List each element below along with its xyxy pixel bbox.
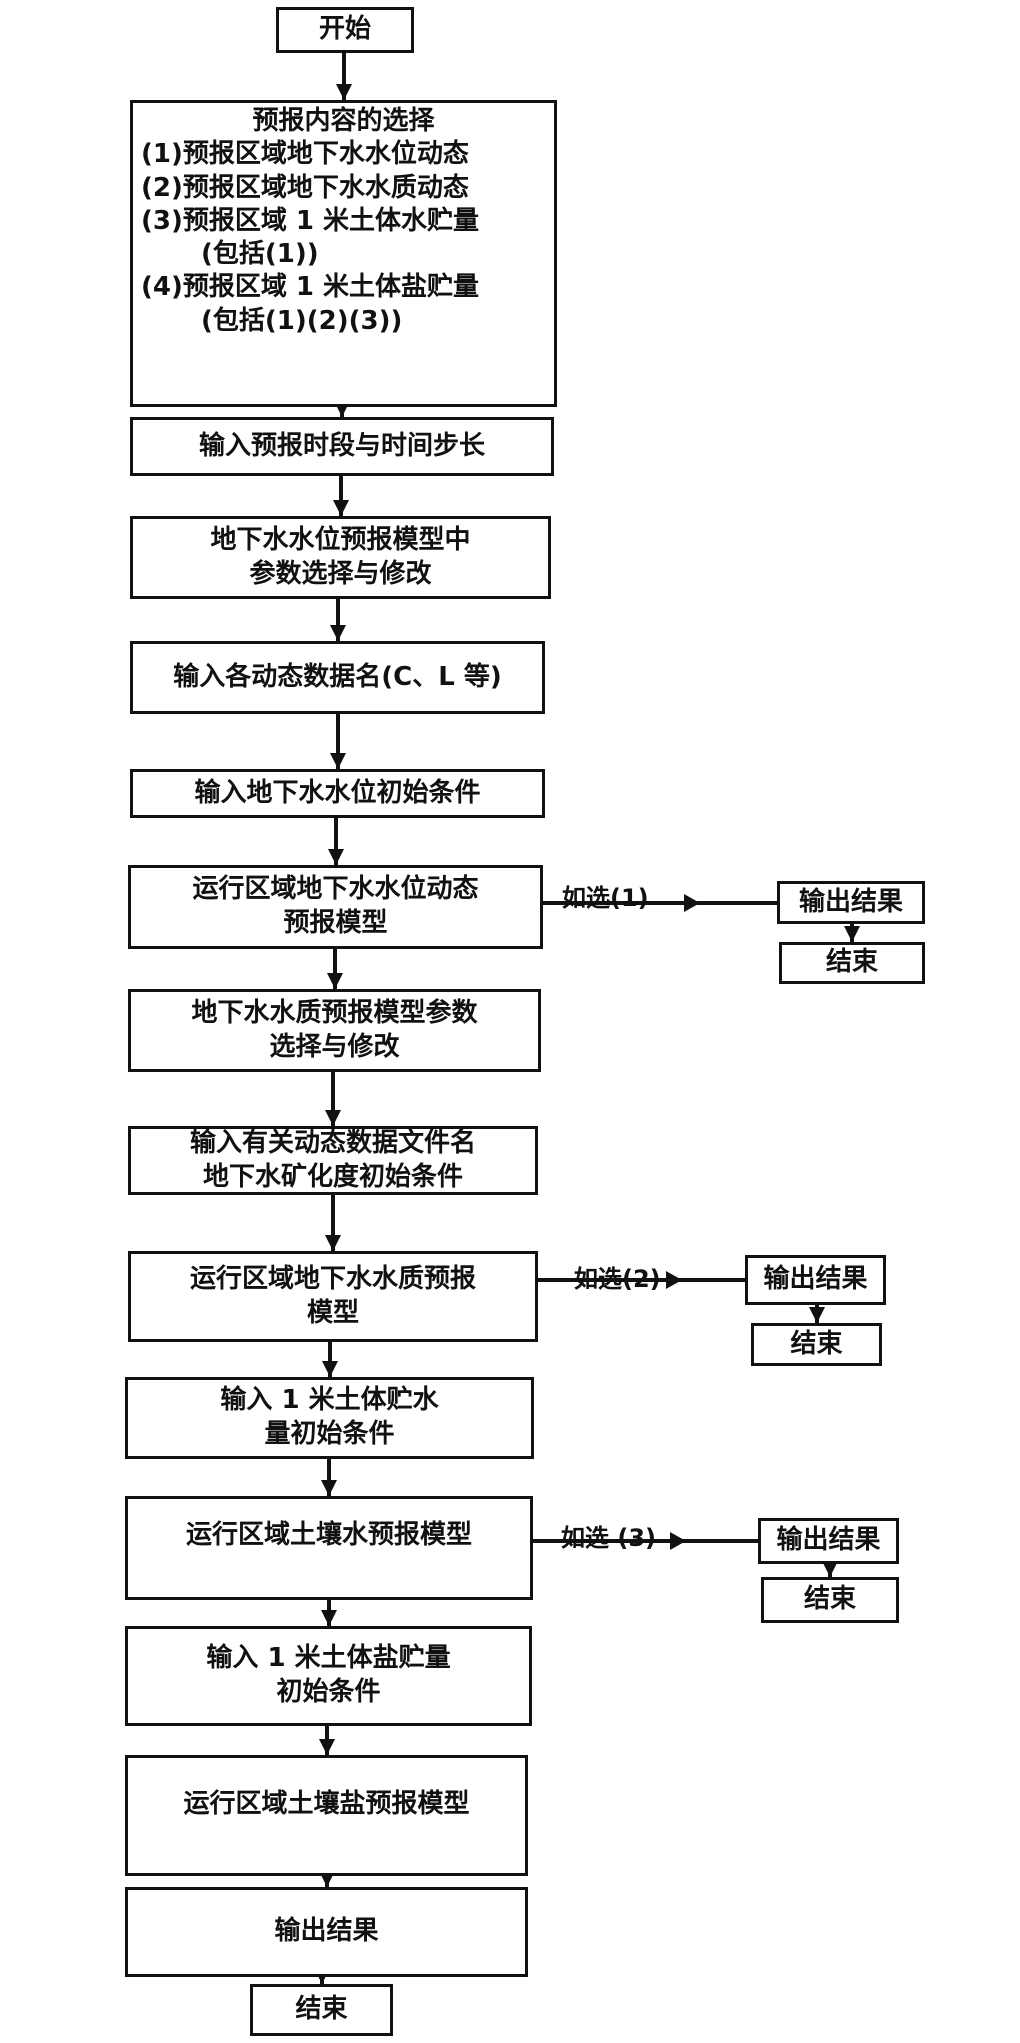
flow-arrow-head (328, 849, 344, 865)
step-output-results: 输出结果 (125, 1887, 528, 1977)
branch-2-arrowhead (666, 1271, 682, 1289)
step-text: 运行区域土壤水预报模型 (185, 1520, 472, 1550)
flow-arrow-head (330, 625, 346, 641)
step-input-data-files: 输入有关动态数据文件名 地下水矿化度初始条件 (128, 1126, 538, 1195)
step-text: 输入地下水水位初始条件 (194, 777, 481, 808)
flow-arrow-head (322, 1361, 338, 1377)
step-input-groundwater-initial: 输入地下水水位初始条件 (130, 769, 545, 818)
output-label: 输出结果 (798, 886, 903, 917)
branch-2-output: 输出结果 (745, 1255, 886, 1305)
step-run-soil-salt-model: 运行区域土壤盐预报模型 (125, 1755, 528, 1876)
end-label: 结束 (803, 1584, 856, 1615)
end-label: 结束 (825, 947, 878, 978)
step-text: 输入 1 米土体贮水 (220, 1385, 439, 1416)
step-text: 预报模型 (283, 908, 388, 938)
step-input-period: 输入预报时段与时间步长 (130, 417, 554, 476)
selection-option-4-note: (包括(1)(2)(3)) (201, 305, 403, 336)
selection-option-1: (1)预报区域地下水水位动态 (141, 139, 469, 170)
step-text: 输入有关动态数据文件名 (189, 1127, 476, 1158)
flow-arrow-head (327, 973, 343, 989)
branch-2-end: 结束 (751, 1323, 882, 1366)
step-run-soil-water-model: 运行区域土壤水预报模型 (125, 1496, 533, 1600)
step-text: 运行区域地下水水位动态 (192, 874, 479, 905)
branch-1-end: 结束 (779, 942, 925, 984)
branch-1-end-arrow-head (844, 926, 860, 942)
selection-option-4: (4)预报区域 1 米土体盐贮量 (141, 272, 480, 303)
selection-title: 预报内容的选择 (252, 106, 435, 136)
step-water-quality-params: 地下水水质预报模型参数 选择与修改 (128, 989, 541, 1072)
end-label: 结束 (295, 1994, 348, 2025)
flow-arrow-head (333, 500, 349, 516)
step-input-soil-salt-initial: 输入 1 米土体盐贮量 初始条件 (125, 1626, 532, 1726)
branch-1-arrowhead (684, 894, 700, 912)
branch-condition-2: 如选(2) (574, 1265, 661, 1293)
step-run-groundwater-level-model: 运行区域地下水水位动态 预报模型 (128, 865, 543, 949)
step-text: 地下水水位预报模型中 (210, 524, 471, 555)
step-input-soil-water-initial: 输入 1 米土体贮水 量初始条件 (125, 1377, 534, 1459)
step-run-water-quality-model: 运行区域地下水水质预报 模型 (128, 1251, 538, 1342)
step-text: 输入各动态数据名(C、L 等) (173, 661, 502, 692)
branch-3-end: 结束 (761, 1577, 899, 1623)
selection-option-3-note: (包括(1)) (201, 239, 319, 270)
selection-option-3: (3)预报区域 1 米土体水贮量 (141, 205, 480, 236)
start-label: 开始 (318, 14, 371, 45)
branch-condition-1: 如选(1) (562, 884, 649, 912)
step-text: 输入 1 米土体盐贮量 (206, 1643, 451, 1674)
forecast-selection-box: 预报内容的选择 (1)预报区域地下水水位动态 (2)预报区域地下水水质动态 (3… (130, 100, 557, 407)
branch-3-output: 输出结果 (758, 1518, 899, 1564)
flow-arrow-head (321, 1480, 337, 1496)
step-input-dynamic-data-names: 输入各动态数据名(C、L 等) (130, 641, 545, 714)
branch-1-output: 输出结果 (777, 881, 925, 924)
end-node: 结束 (250, 1984, 393, 2036)
branch-3-end-arrow-head (822, 1561, 838, 1577)
flow-arrow-head (325, 1235, 341, 1251)
step-groundwater-level-params: 地下水水位预报模型中 参数选择与修改 (130, 516, 551, 599)
step-text: 量初始条件 (264, 1419, 395, 1449)
step-text: 地下水水质预报模型参数 (191, 997, 478, 1028)
output-label: 输出结果 (763, 1264, 868, 1295)
step-text: 输入预报时段与时间步长 (198, 430, 485, 461)
step-text: 运行区域土壤盐预报模型 (183, 1789, 470, 1819)
step-text: 模型 (306, 1297, 359, 1328)
branch-3-arrowhead (670, 1532, 686, 1550)
step-text: 选择与修改 (269, 1031, 400, 1062)
flow-arrow-head (321, 1610, 337, 1626)
flow-arrow-head (330, 753, 346, 769)
branch-2-end-arrow-head (809, 1307, 825, 1323)
flow-arrow-head (319, 1739, 335, 1755)
flow-arrow-head (325, 1110, 341, 1126)
output-label: 输出结果 (776, 1525, 881, 1556)
branch-condition-3: 如选 (3) (561, 1524, 656, 1552)
end-label: 结束 (790, 1328, 843, 1359)
step-text: 初始条件 (276, 1677, 381, 1707)
step-text: 输出结果 (274, 1916, 379, 1947)
step-text: 地下水矿化度初始条件 (202, 1161, 463, 1192)
step-text: 运行区域地下水水质预报 (189, 1263, 476, 1294)
flow-arrow-head (336, 84, 352, 100)
start-node: 开始 (276, 7, 414, 53)
step-text: 参数选择与修改 (249, 558, 432, 589)
selection-option-2: (2)预报区域地下水水质动态 (141, 172, 469, 203)
